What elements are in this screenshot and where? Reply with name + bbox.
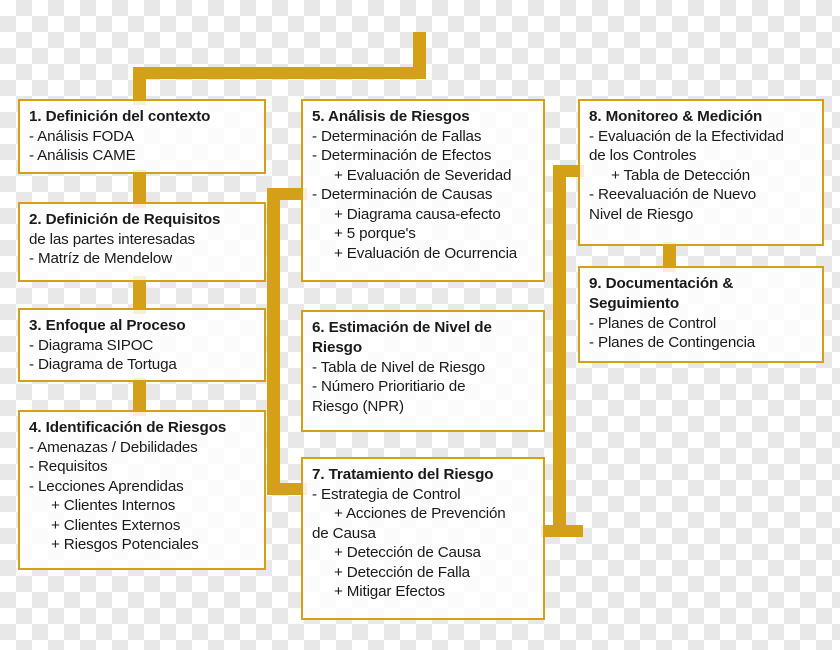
node-line: - Reevaluación de Nuevo: [589, 186, 757, 204]
node-line: - Matríz de Mendelow: [29, 250, 173, 268]
node-4-identificacion-de-riesgos[interactable]: 4. Identificación de Riesgos - Amenazas …: [18, 410, 266, 570]
node-9-documentacion-y-seguimiento[interactable]: 9. Documentación & Seguimiento - Planes …: [578, 266, 824, 363]
connector-top-horizontal: [133, 67, 426, 79]
node-line: + Acciones de Prevención: [334, 505, 506, 523]
node-line: Nivel de Riesgo: [589, 205, 694, 223]
connector-top-to-node1: [133, 67, 146, 105]
connector-left-column-vertical: [267, 188, 280, 495]
node-line: + Mitigar Efectos: [334, 583, 445, 601]
node-line: - Diagrama de Tortuga: [29, 356, 177, 374]
node-line: - Planes de Control: [589, 314, 717, 332]
node-line: + Detección de Falla: [334, 563, 470, 581]
node-title: 6. Estimación de Nivel de Riesgo: [312, 319, 492, 356]
node-line: + Clientes Externos: [51, 516, 181, 534]
node-line: de las partes interesadas: [29, 230, 195, 248]
connector-top-riser: [413, 32, 426, 74]
node-line: - Análisis CAME: [29, 147, 136, 165]
connector-node3-to-node4: [133, 378, 146, 416]
node-title: 5. Análisis de Riesgos: [312, 108, 470, 125]
node-line: Riesgo (NPR): [312, 397, 404, 415]
node-line: - Determinación de Fallas: [312, 127, 482, 145]
node-line: + Riesgos Potenciales: [51, 536, 199, 554]
node-line: + Tabla de Detección: [611, 166, 750, 184]
node-line: - Determinación de Causas: [312, 186, 493, 204]
node-6-estimacion-de-nivel-de-riesgo[interactable]: 6. Estimación de Nivel de Riesgo - Tabla…: [301, 310, 545, 432]
node-title: 1. Definición del contexto: [29, 108, 211, 125]
node-line: - Evaluación de la Efectividad: [589, 127, 784, 145]
node-3-enfoque-al-proceso[interactable]: 3. Enfoque al Proceso - Diagrama SIPOC -…: [18, 308, 266, 382]
node-line: + Detección de Causa: [334, 544, 481, 562]
node-title: 2. Definición de Requisitos: [29, 211, 221, 228]
node-line: - Tabla de Nivel de Riesgo: [312, 358, 486, 376]
node-line: de los Controles: [589, 147, 697, 165]
connector-to-node8-stub: [553, 165, 584, 177]
node-line: - Número Prioritiario de: [312, 378, 466, 396]
node-title: 4. Identificación de Riesgos: [29, 419, 227, 436]
connector-node1-to-node2: [133, 170, 146, 208]
node-line: - Diagrama SIPOC: [29, 336, 154, 354]
node-line: + Evaluación de Ocurrencia: [334, 244, 518, 262]
node-line: + Evaluación de Severidad: [334, 166, 512, 184]
node-line: de Causa: [312, 524, 376, 542]
connector-node2-to-node3: [133, 276, 146, 314]
node-line: + Clientes Internos: [51, 497, 176, 515]
node-line: - Estrategia de Control: [312, 485, 461, 503]
node-8-monitoreo-y-medicion[interactable]: 8. Monitoreo & Medición - Evaluación de …: [578, 99, 824, 246]
node-title: 9. Documentación & Seguimiento: [589, 275, 734, 312]
node-1-definicion-del-contexto[interactable]: 1. Definición del contexto - Análisis FO…: [18, 99, 266, 174]
connector-node8-to-node9: [663, 242, 676, 272]
node-7-tratamiento-del-riesgo[interactable]: 7. Tratamiento del Riesgo - Estrategia d…: [301, 457, 545, 620]
node-title: 8. Monitoreo & Medición: [589, 108, 763, 125]
node-5-analisis-de-riesgos[interactable]: 5. Análisis de Riesgos - Determinación d…: [301, 99, 545, 282]
connector-to-node7-stub: [267, 483, 307, 495]
connector-right-column-vertical: [553, 165, 566, 537]
node-line: - Determinación de Efectos: [312, 147, 492, 165]
node-line: - Análisis FODA: [29, 127, 134, 145]
node-line: + Diagrama causa-efecto: [334, 205, 501, 223]
node-line: - Planes de Contingencia: [589, 334, 756, 352]
node-line: - Lecciones Aprendidas: [29, 477, 184, 495]
node-title: 7. Tratamiento del Riesgo: [312, 466, 494, 483]
node-title: 3. Enfoque al Proceso: [29, 317, 186, 334]
node-line: - Amenazas / Debilidades: [29, 438, 198, 456]
node-2-definicion-de-requisitos[interactable]: 2. Definición de Requisitos de las parte…: [18, 202, 266, 282]
node-line: - Requisitos: [29, 458, 108, 476]
node-line: + 5 porque's: [334, 225, 416, 243]
